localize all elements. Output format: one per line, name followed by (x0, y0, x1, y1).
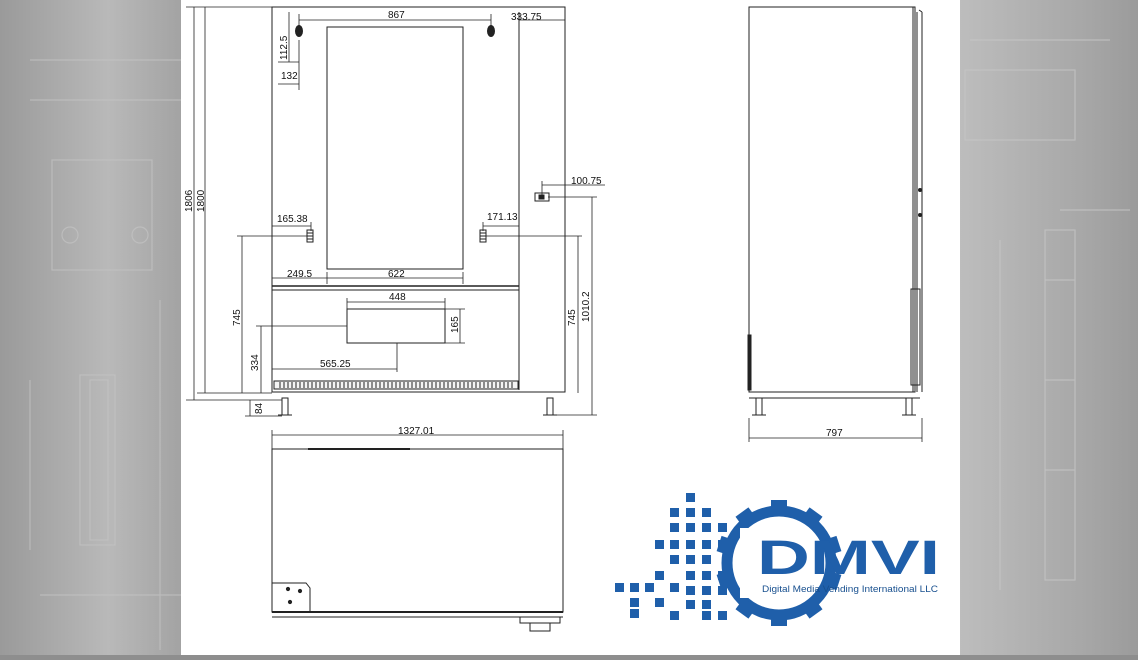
dim-left-745: 745 (232, 309, 243, 326)
background-blur-drawing-right (964, 39, 1130, 590)
dim-right-offset: 333.75 (511, 12, 542, 23)
delivery-slot (346, 308, 446, 344)
logo-tagline: Digital Media Vending International LLC (762, 584, 938, 595)
dim-left-mark: 165.38 (277, 214, 308, 225)
vent-grille (279, 382, 513, 388)
background-blurred-left (0, 0, 181, 655)
dim-lock-height: 112.5 (279, 35, 290, 60)
side-view (747, 6, 923, 442)
dim-foot-84: 84 (254, 402, 265, 414)
dim-latch-width: 100.75 (571, 176, 602, 187)
dim-lock-offset: 132 (281, 71, 298, 82)
dim-width-top: 867 (388, 10, 405, 21)
lock-left-icon (295, 25, 303, 37)
gear-icon (716, 500, 842, 626)
dim-slot-width: 448 (389, 292, 406, 303)
lock-right-icon (487, 25, 495, 37)
front-view-cabinet (271, 6, 566, 393)
screen-outline (326, 26, 464, 270)
dim-slot-height: 165 (450, 316, 461, 333)
dmvi-logo: DMVI Digital Media Vending International… (615, 493, 940, 626)
plan-view (271, 430, 564, 632)
front-dimension-lines (186, 6, 605, 417)
background-blurred-right (960, 0, 1138, 655)
dim-right-1010: 1010.2 (581, 291, 592, 322)
logo-pixel-squares (615, 493, 727, 620)
background-blur-drawing-left (29, 59, 181, 650)
dim-plan-width: 1327.01 (398, 426, 435, 437)
dim-right-mark: 171.13 (487, 212, 518, 223)
vending-machine-drawing: 867 333.75 112.5 132 1806 1800 100.75 16… (184, 6, 940, 632)
logo-name: DMVI (757, 532, 940, 585)
dim-overall-height-a: 1806 (184, 189, 195, 212)
dim-screen-width: 622 (388, 269, 405, 280)
dim-overall-height-b: 1800 (196, 189, 207, 212)
dim-screen-left: 249.5 (287, 269, 312, 280)
dim-slot-offset: 565.25 (320, 359, 351, 370)
dim-side-depth: 797 (826, 428, 843, 439)
dim-right-745: 745 (567, 309, 578, 326)
technical-drawing-sheet: 867 333.75 112.5 132 1806 1800 100.75 16… (181, 0, 960, 655)
dim-base-334: 334 (250, 354, 261, 371)
